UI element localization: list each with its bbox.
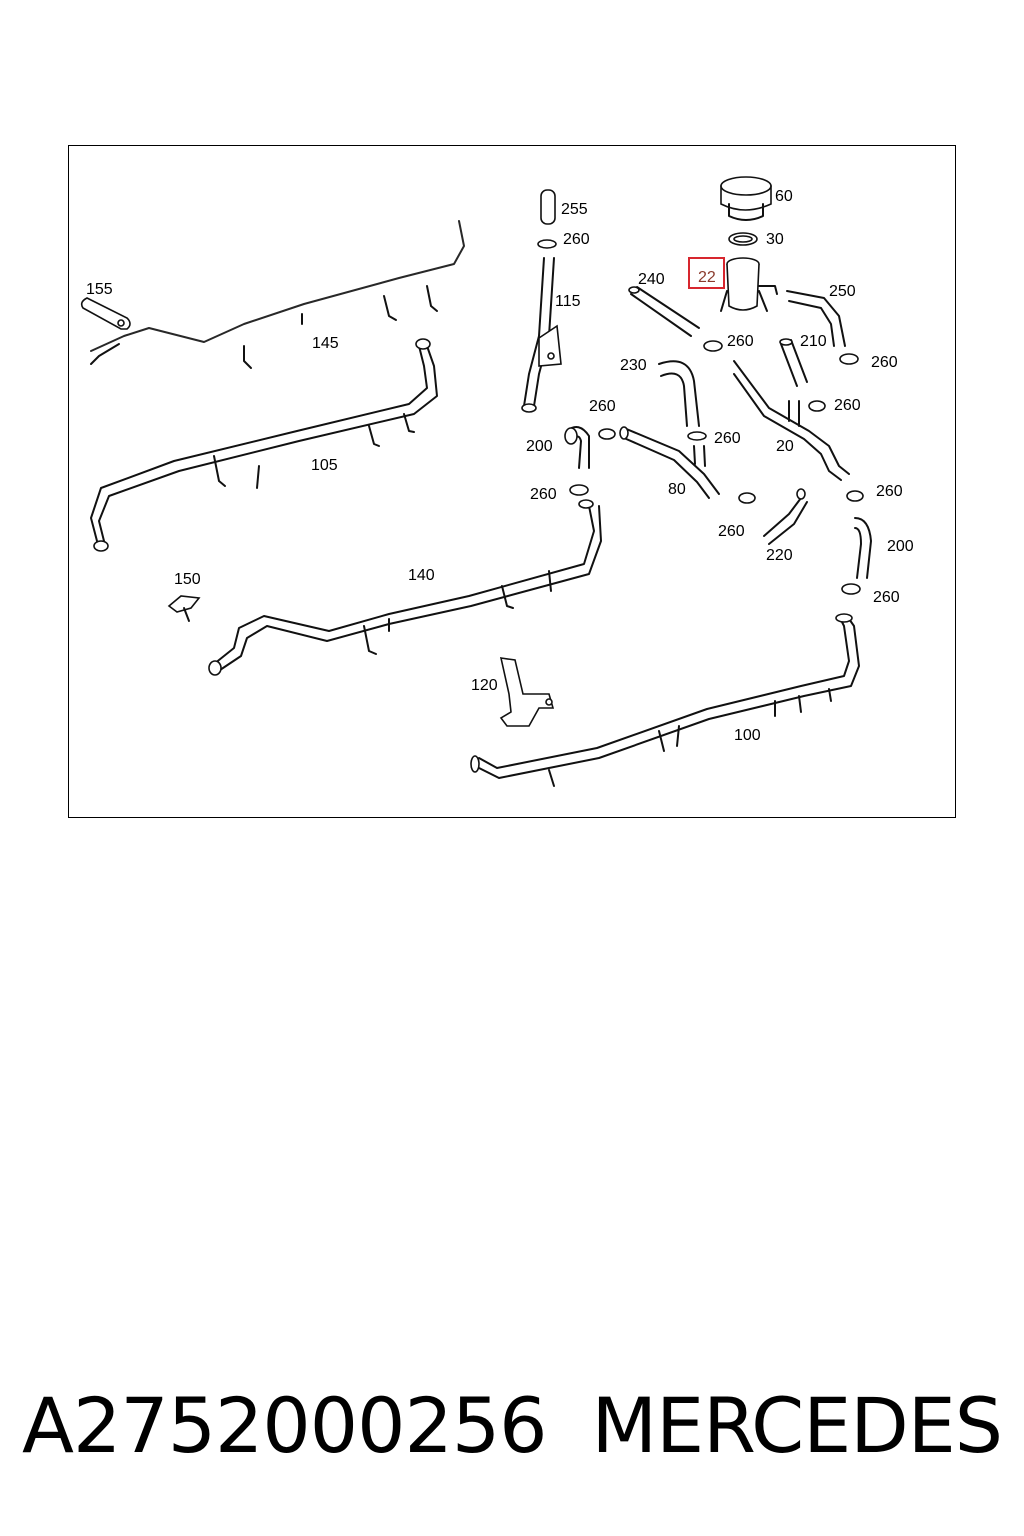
callout-115: 115 [555,293,581,310]
bracket-120 [499,657,555,727]
callout-20: 20 [776,438,794,455]
callout-200: 200 [887,538,914,555]
pipe-80 [619,426,720,499]
callout-240: 240 [638,271,665,288]
highlight-box-22 [688,257,725,289]
callout-140: 140 [408,567,435,584]
callout-150: 150 [174,571,201,588]
callout-100: 100 [734,727,761,744]
hose-200-right [854,517,872,579]
hose-230 [658,360,700,427]
callout-260: 260 [718,523,745,540]
callout-260: 260 [714,430,741,447]
callout-260: 260 [727,333,754,350]
callout-255: 255 [561,201,588,218]
parts-diagram: 60 30 22 255 260 115 240 250 155 145 260… [80,176,914,787]
hose-210 [779,338,808,387]
hose-250 [786,290,846,347]
callout-105: 105 [311,457,338,474]
footer-caption: A2752000256 MERCEDES [0,1370,1024,1480]
callout-260: 260 [876,483,903,500]
callout-250: 250 [829,283,856,300]
pipe-105 [90,338,438,552]
clamps-260 [537,239,864,595]
pipe-145 [85,217,478,369]
pipe-140 [208,499,602,676]
callout-260: 260 [530,486,557,503]
part-number: A2752000256 [22,1380,548,1470]
callout-260: 260 [589,398,616,415]
callout-80: 80 [668,481,686,498]
callout-260: 260 [873,589,900,606]
callout-60: 60 [775,188,793,205]
callout-120: 120 [471,677,498,694]
callout-22-highlighted: 22 [698,269,716,286]
callout-260: 260 [871,354,898,371]
callout-230: 230 [620,357,647,374]
callout-260: 260 [834,397,861,414]
hose-240 [628,286,700,337]
seal-ring-30 [728,232,758,246]
callout-145: 145 [312,335,339,352]
connector-20 [733,360,850,481]
callout-200: 200 [526,438,553,455]
bracket-155 [80,297,131,330]
hose-200-left [564,426,590,469]
parts-diagram-frame: 60 30 22 255 260 115 240 250 155 145 260… [68,145,956,818]
hose-220 [763,488,808,545]
pipe-115 [521,189,562,413]
callout-30: 30 [766,231,784,248]
callout-220: 220 [766,547,793,564]
callout-210: 210 [800,333,827,350]
pipe-100 [470,613,860,787]
brand-name: MERCEDES [591,1380,1003,1470]
callout-260: 260 [563,231,590,248]
reservoir-22 [720,257,778,312]
callout-155: 155 [86,281,113,298]
filler-cap-60 [720,176,772,221]
clip-150 [167,595,201,622]
